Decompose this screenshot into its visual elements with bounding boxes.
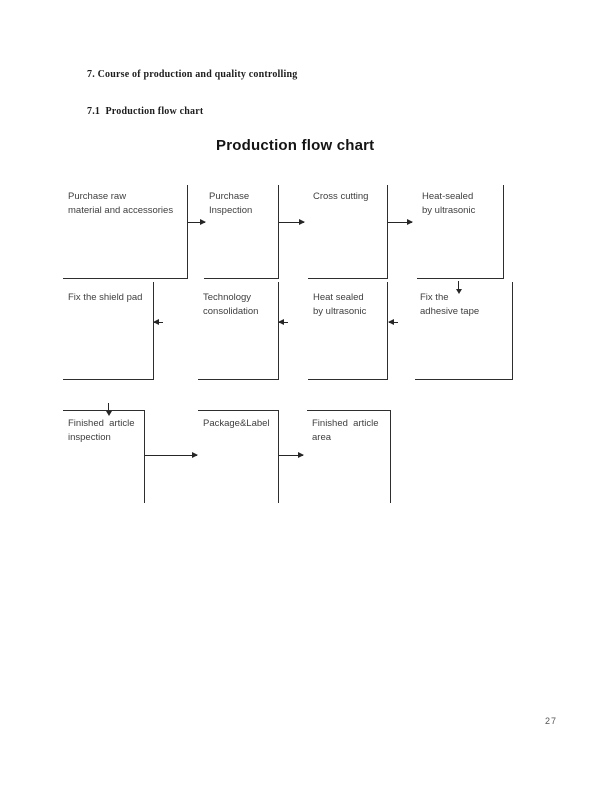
chart-title: Production flow chart — [216, 137, 375, 154]
flow-box-finished-article-area: Finished article area — [307, 410, 391, 503]
flow-box-purchase-raw-material: Purchase raw material and accessories — [63, 185, 188, 279]
arrow-right-icon — [279, 452, 304, 458]
section-heading: 7. Course of production and quality cont… — [87, 69, 298, 80]
arrow-down-icon — [455, 281, 462, 294]
arrow-left-icon — [278, 319, 288, 325]
flow-box-fix-adhesive-tape: Fix the adhesive tape — [415, 282, 513, 380]
arrow-right-icon — [388, 219, 413, 225]
flow-box-technology-consolidation: Technology consolidation — [198, 282, 279, 380]
flow-box-heat-sealed-ultrasonic-2: Heat sealed by ultrasonic — [308, 282, 388, 380]
arrow-left-icon — [153, 319, 163, 325]
flow-box-cross-cutting: Cross cutting — [308, 185, 388, 279]
arrow-right-icon — [188, 219, 206, 225]
subsection-heading: 7.1 Production flow chart — [87, 106, 204, 117]
flow-box-purchase-inspection: Purchase Inspection — [204, 185, 279, 279]
flow-box-heat-sealed-ultrasonic: Heat-sealed by ultrasonic — [417, 185, 504, 279]
flow-box-finished-article-inspection: Finished article inspection — [63, 410, 145, 503]
arrow-down-icon — [105, 403, 112, 416]
arrow-right-icon — [279, 219, 305, 225]
arrow-right-icon — [145, 452, 198, 458]
flow-box-package-label: Package&Label — [198, 410, 279, 503]
flow-box-fix-shield-pad: Fix the shield pad — [63, 282, 154, 380]
arrow-left-icon — [388, 319, 398, 325]
page-number: 27 — [545, 716, 558, 726]
